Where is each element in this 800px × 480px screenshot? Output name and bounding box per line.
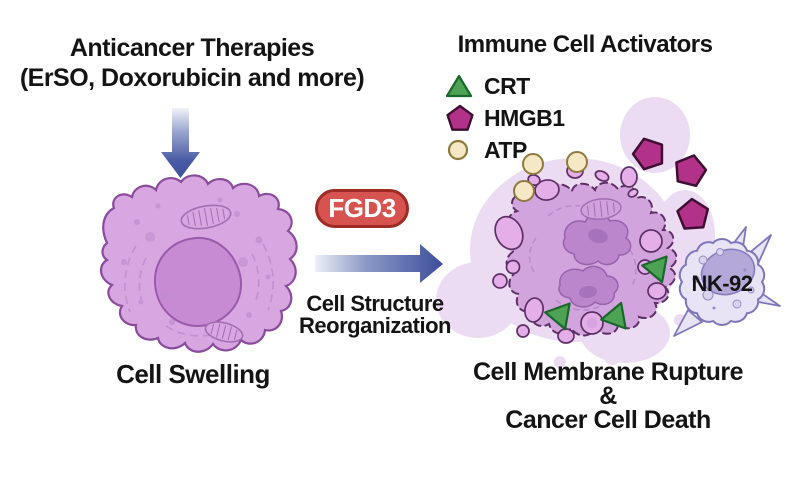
immune-cell-activators-heading: Immune Cell Activators [457, 31, 713, 58]
legend-item-hmgb1: HMGB1 [446, 102, 565, 134]
cell-structure-reorganization-label: Cell Structure Reorganization [299, 291, 451, 338]
mitochondrion-icon [204, 321, 244, 343]
nk92-label: NK-92 [691, 271, 753, 296]
released-atp-circles [513, 151, 588, 202]
nk92-cell [673, 226, 781, 337]
fgd3-label: FGD3 [328, 193, 396, 223]
activators-legend: CRT HMGB1 ATP [446, 70, 565, 166]
mitochondrion-icon [580, 198, 622, 220]
crt-triangle-icon [446, 74, 473, 98]
legend-item-atp: ATP [446, 134, 565, 166]
title-line2: (ErSO, Doxorubicin and more) [19, 64, 365, 92]
anticancer-therapies-title: Anticancer Therapies (ErSO, Doxorubicin … [2, 33, 382, 93]
down-arrow-icon [161, 108, 200, 178]
right-arrow-icon [315, 244, 443, 283]
outcome-label: Cell Membrane Rupture & Cancer Cell Deat… [472, 358, 744, 434]
cell-swelling-label: Cell Swelling [116, 359, 270, 389]
membrane-vesicles [492, 163, 667, 344]
title-line1: Anticancer Therapies [69, 34, 315, 62]
legend-label-crt: CRT [484, 72, 530, 99]
fgd3-badge: FGD3 [315, 189, 409, 228]
legend-item-crt: CRT [446, 70, 565, 102]
hmgb1-pentagon-icon [446, 104, 474, 131]
cell-nucleus [153, 236, 243, 328]
fragmented-nucleus [558, 213, 632, 308]
legend-label-hmgb1: HMGB1 [484, 104, 565, 131]
mitochondrion-icon [180, 204, 232, 230]
ruptured-cancer-cell-scene [436, 97, 715, 368]
atp-circle-icon [447, 139, 469, 161]
legend-label-atp: ATP [484, 136, 527, 163]
swollen-cancer-cell [99, 174, 298, 353]
